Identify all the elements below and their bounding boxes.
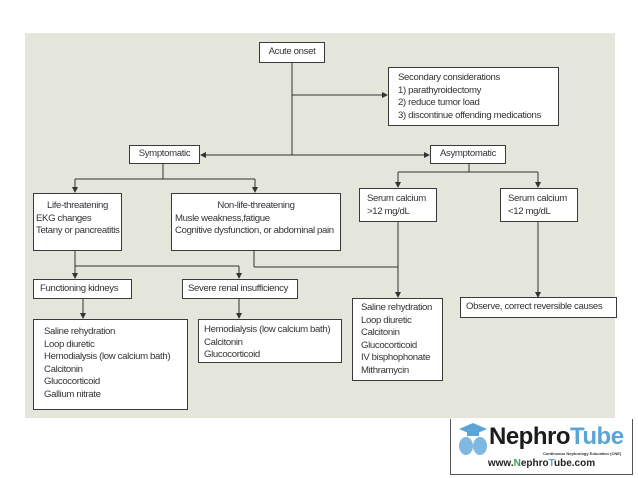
treatment-item: Calcitonin xyxy=(361,327,400,338)
treatment-item: Calcitonin xyxy=(44,363,83,375)
treatment-item: Hemodialysis (low calcium bath) xyxy=(204,324,331,335)
node-label: Functioning kidneys xyxy=(40,282,119,294)
node-label: Serum calcium xyxy=(367,193,426,204)
node-label: Asymptomatic xyxy=(439,148,497,160)
treatment-item: Calcitonin xyxy=(204,336,243,348)
treatment-item: Loop diuretic xyxy=(361,314,412,326)
node-item: 1) parathyroidectomy xyxy=(398,84,482,96)
node-treatment-severe-renal: Hemodialysis (low calcium bath) Calciton… xyxy=(198,319,342,363)
treatment-item: Glucocorticoid xyxy=(44,376,100,387)
treatment-item: Saline rehydration xyxy=(44,326,116,337)
node-life-threatening: Life-threatening EKG changes Tetany or p… xyxy=(33,193,122,251)
node-asymptomatic: Asymptomatic xyxy=(430,145,506,164)
node-serum-calcium-low: Serum calcium <12 mg/dL xyxy=(500,188,578,222)
node-label: Observe, correct reversible causes xyxy=(466,301,603,313)
logo-brand: NephroTube xyxy=(489,423,624,450)
node-title: Secondary considerations xyxy=(398,72,500,83)
node-label: Serum calcium xyxy=(508,193,567,204)
node-treatment-serum-high: Saline rehydration Loop diuretic Calcito… xyxy=(352,298,443,381)
node-label: >12 mg/dL xyxy=(367,205,410,217)
node-treatment-functioning-kidneys: Saline rehydration Loop diuretic Hemodia… xyxy=(33,319,188,410)
node-observe: Observe, correct reversible causes xyxy=(460,297,617,318)
treatment-item: Loop diuretic xyxy=(44,338,95,350)
node-title: Non-life-threatening xyxy=(217,200,295,211)
node-label: Symptomatic xyxy=(138,148,191,160)
node-item: 3) discontinue offending medications xyxy=(398,109,541,121)
node-non-life-threatening: Non-life-threatening Musle weakness,fati… xyxy=(171,193,341,251)
node-item: EKG changes xyxy=(36,212,92,224)
nephrotube-logo: NephroTube Continuous Nephrology Educati… xyxy=(450,419,633,475)
node-label: Acute onset xyxy=(268,46,316,58)
node-serum-calcium-high: Serum calcium >12 mg/dL xyxy=(359,188,437,222)
treatment-item: Mithramycin xyxy=(361,364,409,376)
treatment-item: Glucocorticoid xyxy=(204,349,260,360)
node-item: Tetany or pancreatitis xyxy=(36,225,120,236)
node-label: <12 mg/dL xyxy=(508,205,551,217)
treatment-item: Glucocorticoid xyxy=(361,339,417,351)
node-severe-renal-insufficiency: Severe renal insufficiency xyxy=(182,279,298,299)
node-item: Cognitive dysfunction, or abdominal pain xyxy=(175,225,334,236)
node-symptomatic: Symptomatic xyxy=(129,145,200,164)
node-item: 2) reduce tumor load xyxy=(398,97,480,108)
node-label: Severe renal insufficiency xyxy=(188,282,289,294)
logo-tagline: Continuous Nephrology Education (CNE) xyxy=(543,451,622,456)
node-item: Musle weakness,fatigue xyxy=(175,212,270,224)
node-functioning-kidneys: Functioning kidneys xyxy=(33,279,132,299)
node-secondary-considerations: Secondary considerations 1) parathyroide… xyxy=(388,67,559,126)
node-title: Life-threatening xyxy=(46,200,109,211)
graduation-kidney-icon xyxy=(459,423,487,455)
treatment-item: Hemodialysis (low calcium bath) xyxy=(44,351,171,362)
treatment-item: Gallium nitrate xyxy=(44,388,101,400)
treatment-item: IV bisphophonate xyxy=(361,352,431,363)
logo-url: www.NephroTube.com xyxy=(487,458,596,469)
treatment-item: Saline rehydration xyxy=(361,302,433,313)
node-acute-onset: Acute onset xyxy=(259,42,325,63)
